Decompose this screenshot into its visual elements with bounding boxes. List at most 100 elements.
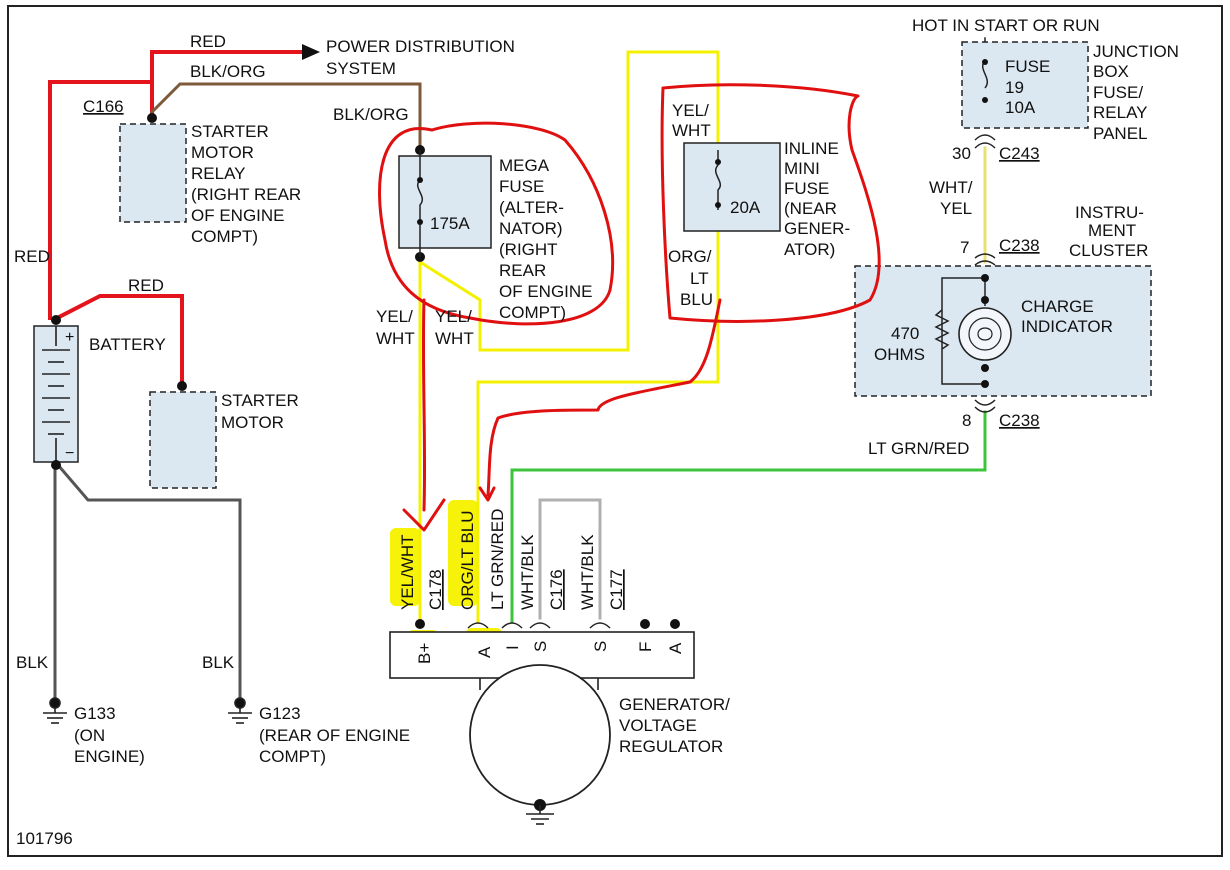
label-resistor-0: 470 — [891, 324, 919, 343]
label-mega-fuse-6: OF ENGINE — [499, 282, 593, 301]
label-resistor-1: OHMS — [874, 345, 925, 364]
label-terminal-a: A — [475, 646, 494, 658]
label-inline-fuse-3: (NEAR — [784, 199, 837, 218]
generator-ground-icon — [526, 805, 554, 825]
battery-minus-icon: − — [65, 445, 74, 462]
annotation-circle-inline-fuse — [660, 83, 881, 323]
label-inline-fuse-rating: 20A — [730, 198, 761, 217]
label-vert-c177: C177 — [607, 569, 626, 610]
cluster-node-2 — [981, 296, 989, 304]
label-terminal-bplus: B+ — [415, 643, 434, 664]
label-power-distribution: POWER DISTRIBUTION — [326, 37, 515, 56]
starter-relay-terminal — [147, 113, 157, 123]
inline-fuse-node-1 — [715, 159, 721, 165]
label-starter-relay-0: STARTER — [191, 122, 269, 141]
battery-cells — [42, 326, 70, 462]
fuse19-box — [961, 41, 1089, 129]
label-junction-box-1: BOX — [1093, 62, 1129, 81]
label-generator-0: GENERATOR/ — [619, 695, 730, 714]
diagram-id: 101796 — [16, 829, 73, 848]
label-starter-motor-1: MOTOR — [221, 413, 284, 432]
label-blk-org-2: BLK/ORG — [333, 105, 409, 124]
label-starter-relay-3: (RIGHT REAR — [191, 185, 301, 204]
label-vert-wht-blk-1: WHT/BLK — [518, 534, 537, 610]
label-g123-1: (REAR OF ENGINE — [259, 726, 410, 745]
connector-terminal-s1-icon — [529, 622, 551, 629]
label-junction-box-3: RELAY — [1093, 103, 1148, 122]
label-yel-wht-a-0: YEL/ — [376, 307, 413, 326]
label-mega-fuse-3: NATOR) — [499, 219, 563, 238]
wire-red-battery-starter — [54, 294, 184, 386]
label-red-battery: RED — [128, 276, 164, 295]
highlight-yel-wht — [390, 528, 420, 606]
label-terminal-i: I — [503, 645, 522, 650]
label-junction-box-0: JUNCTION — [1093, 42, 1179, 61]
label-red-top: RED — [190, 32, 226, 51]
wire-yel-wht-loop — [417, 50, 720, 352]
label-fuse19-0: FUSE — [1005, 57, 1050, 76]
label-yel-wht-c-0: YEL/ — [672, 101, 709, 120]
battery-neg-terminal — [51, 460, 61, 470]
fuse19-node-1 — [982, 59, 988, 65]
connector-c238-bottom-icon — [974, 399, 996, 413]
starter-motor-box — [149, 391, 217, 489]
annotation-arrow-org-lt-blu — [478, 298, 722, 502]
text-labels: RED POWER DISTRIBUTION SYSTEM BLK/ORG BL… — [14, 16, 1179, 848]
label-org-lt-blu-0: ORG/ — [668, 247, 712, 266]
label-mega-fuse-5: REAR — [499, 261, 546, 280]
label-org-lt-blu-1: LT — [690, 269, 709, 288]
label-instrument-cluster-2: CLUSTER — [1069, 241, 1148, 260]
label-inline-fuse-4: GENER- — [784, 219, 850, 238]
label-starter-relay-5: COMPT) — [191, 227, 258, 246]
cluster-node-4 — [981, 380, 989, 388]
label-vert-c176: C176 — [547, 569, 566, 610]
label-g133-0: G133 — [74, 704, 116, 723]
label-starter-motor-0: STARTER — [221, 391, 299, 410]
label-g123-2: COMPT) — [259, 747, 326, 766]
label-yel-wht-a-1: WHT — [376, 329, 415, 348]
ground-g133-icon — [43, 697, 67, 724]
label-inline-fuse-1: MINI — [784, 159, 820, 178]
label-instrument-cluster-1: MENT — [1088, 221, 1136, 240]
label-fuse19-1: 19 — [1005, 78, 1024, 97]
resistor-470-icon — [934, 309, 950, 350]
inline-fuse-box — [683, 142, 781, 232]
wire-blk-org — [149, 82, 422, 150]
label-starter-relay-4: OF ENGINE — [191, 206, 285, 225]
connector-terminal-i-icon — [501, 622, 523, 629]
label-lt-grn-red: LT GRN/RED — [868, 439, 969, 458]
fuse19-node-2 — [982, 97, 988, 103]
starter-relay-box — [119, 123, 187, 223]
connector-terminal-s2-icon — [589, 622, 611, 629]
battery-plus-icon: + — [65, 329, 74, 346]
annotation-circle-mega-fuse — [378, 121, 615, 326]
label-terminal-s2: S — [591, 641, 610, 652]
label-g133-2: ENGINE) — [74, 747, 145, 766]
label-org-lt-blu-2: BLU — [680, 290, 713, 309]
label-inline-fuse-0: INLINE — [784, 139, 839, 158]
label-yel-wht-c-1: WHT — [672, 121, 711, 140]
label-c238-bottom: C238 — [999, 411, 1040, 430]
label-vert-c178: C178 — [426, 569, 445, 610]
label-yel-wht-b-1: WHT — [435, 329, 474, 348]
label-c166: C166 — [83, 97, 124, 116]
wire-wht-blk-loop — [538, 498, 602, 620]
label-vert-lt-grn-red: LT GRN/RED — [488, 509, 507, 610]
arrow-power-distribution — [302, 44, 320, 60]
label-g123-0: G123 — [259, 704, 301, 723]
label-vert-wht-blk-2: WHT/BLK — [578, 534, 597, 610]
connector-c238-top-icon — [974, 253, 996, 266]
label-pin30: 30 — [952, 144, 971, 163]
label-pin7: 7 — [960, 238, 969, 257]
inline-fuse-node-2 — [715, 202, 721, 208]
charge-lamp-filament-icon — [977, 327, 993, 341]
label-yel-wht-b-0: YEL/ — [435, 307, 472, 326]
label-inline-fuse-2: FUSE — [784, 179, 829, 198]
label-mega-fuse-rating: 175A — [430, 214, 470, 233]
label-power-distribution-2: SYSTEM — [326, 59, 396, 78]
label-starter-relay-1: MOTOR — [191, 143, 254, 162]
label-inline-fuse-5: ATOR) — [784, 240, 835, 259]
label-vert-yel-wht: YEL/WHT — [398, 534, 417, 610]
